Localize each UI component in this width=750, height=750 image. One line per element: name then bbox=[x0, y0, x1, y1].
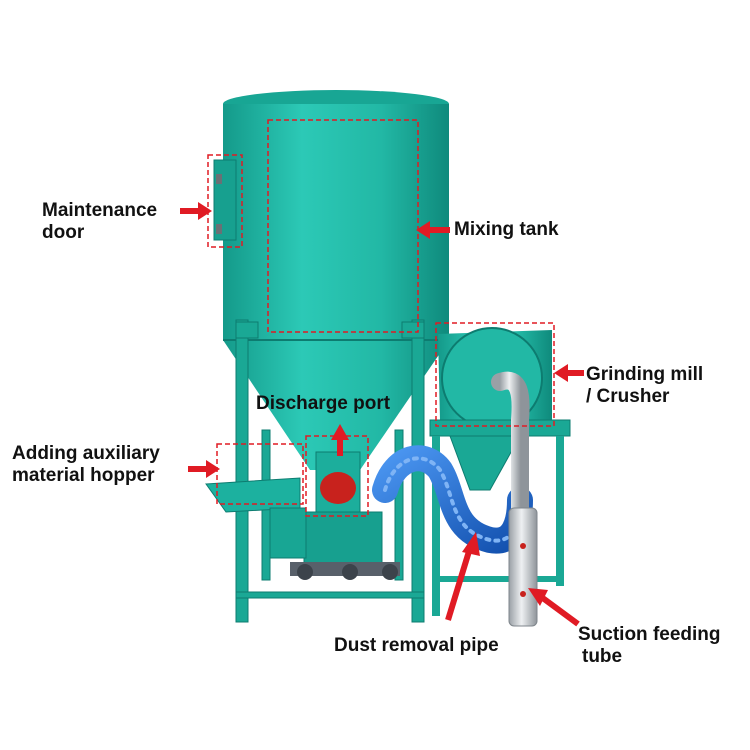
label-grinding-mill-line2: / Crusher bbox=[586, 386, 670, 407]
label-suction-feeding-tube: Suction feeding tube bbox=[578, 624, 721, 668]
label-maintenance-door-line2: door bbox=[42, 222, 85, 243]
label-maintenance-door: Maintenance door bbox=[42, 200, 157, 244]
callout-boxes bbox=[207, 119, 555, 517]
mill-callout-box bbox=[435, 322, 555, 427]
discharge-port bbox=[315, 451, 361, 513]
arrow-suction-tube bbox=[528, 588, 580, 627]
auxiliary-hopper bbox=[205, 477, 307, 559]
motor-drive bbox=[290, 511, 400, 580]
label-dust-removal-pipe-line1: Dust removal pipe bbox=[334, 635, 499, 656]
label-discharge-port: Discharge port bbox=[256, 393, 390, 415]
tank-callout-box bbox=[267, 119, 419, 333]
label-maintenance-door-line1: Maintenance bbox=[42, 200, 158, 221]
callout-arrows bbox=[180, 202, 584, 627]
suction-feeding-tube bbox=[491, 371, 538, 627]
label-suction-feeding-tube-line2: tube bbox=[582, 646, 623, 667]
hopper-callout-box bbox=[216, 443, 304, 505]
discharge-callout-box bbox=[305, 435, 369, 517]
arrow-dust-pipe bbox=[445, 532, 480, 621]
door-callout-box bbox=[207, 154, 243, 248]
maintenance-door bbox=[213, 159, 237, 241]
label-dust-removal-pipe: Dust removal pipe bbox=[334, 635, 499, 657]
label-hopper-line2: material hopper bbox=[12, 465, 155, 486]
arrow-grinding-mill bbox=[554, 364, 584, 382]
arrow-discharge-port bbox=[331, 424, 349, 456]
label-grinding-mill: Grinding mill / Crusher bbox=[586, 364, 703, 408]
arrow-hopper bbox=[188, 460, 220, 478]
label-mixing-tank: Mixing tank bbox=[454, 219, 559, 241]
label-grinding-mill-line1: Grinding mill bbox=[586, 364, 704, 385]
label-hopper: Adding auxiliary material hopper bbox=[12, 443, 160, 487]
label-suction-feeding-tube-line1: Suction feeding bbox=[578, 624, 721, 645]
arrow-mixing-tank bbox=[416, 221, 450, 239]
mixing-tank bbox=[223, 90, 449, 470]
label-discharge-port-line1: Discharge port bbox=[256, 393, 391, 414]
label-mixing-tank-line1: Mixing tank bbox=[454, 219, 559, 240]
label-hopper-line1: Adding auxiliary bbox=[12, 443, 160, 464]
arrow-maintenance-door bbox=[180, 202, 212, 220]
